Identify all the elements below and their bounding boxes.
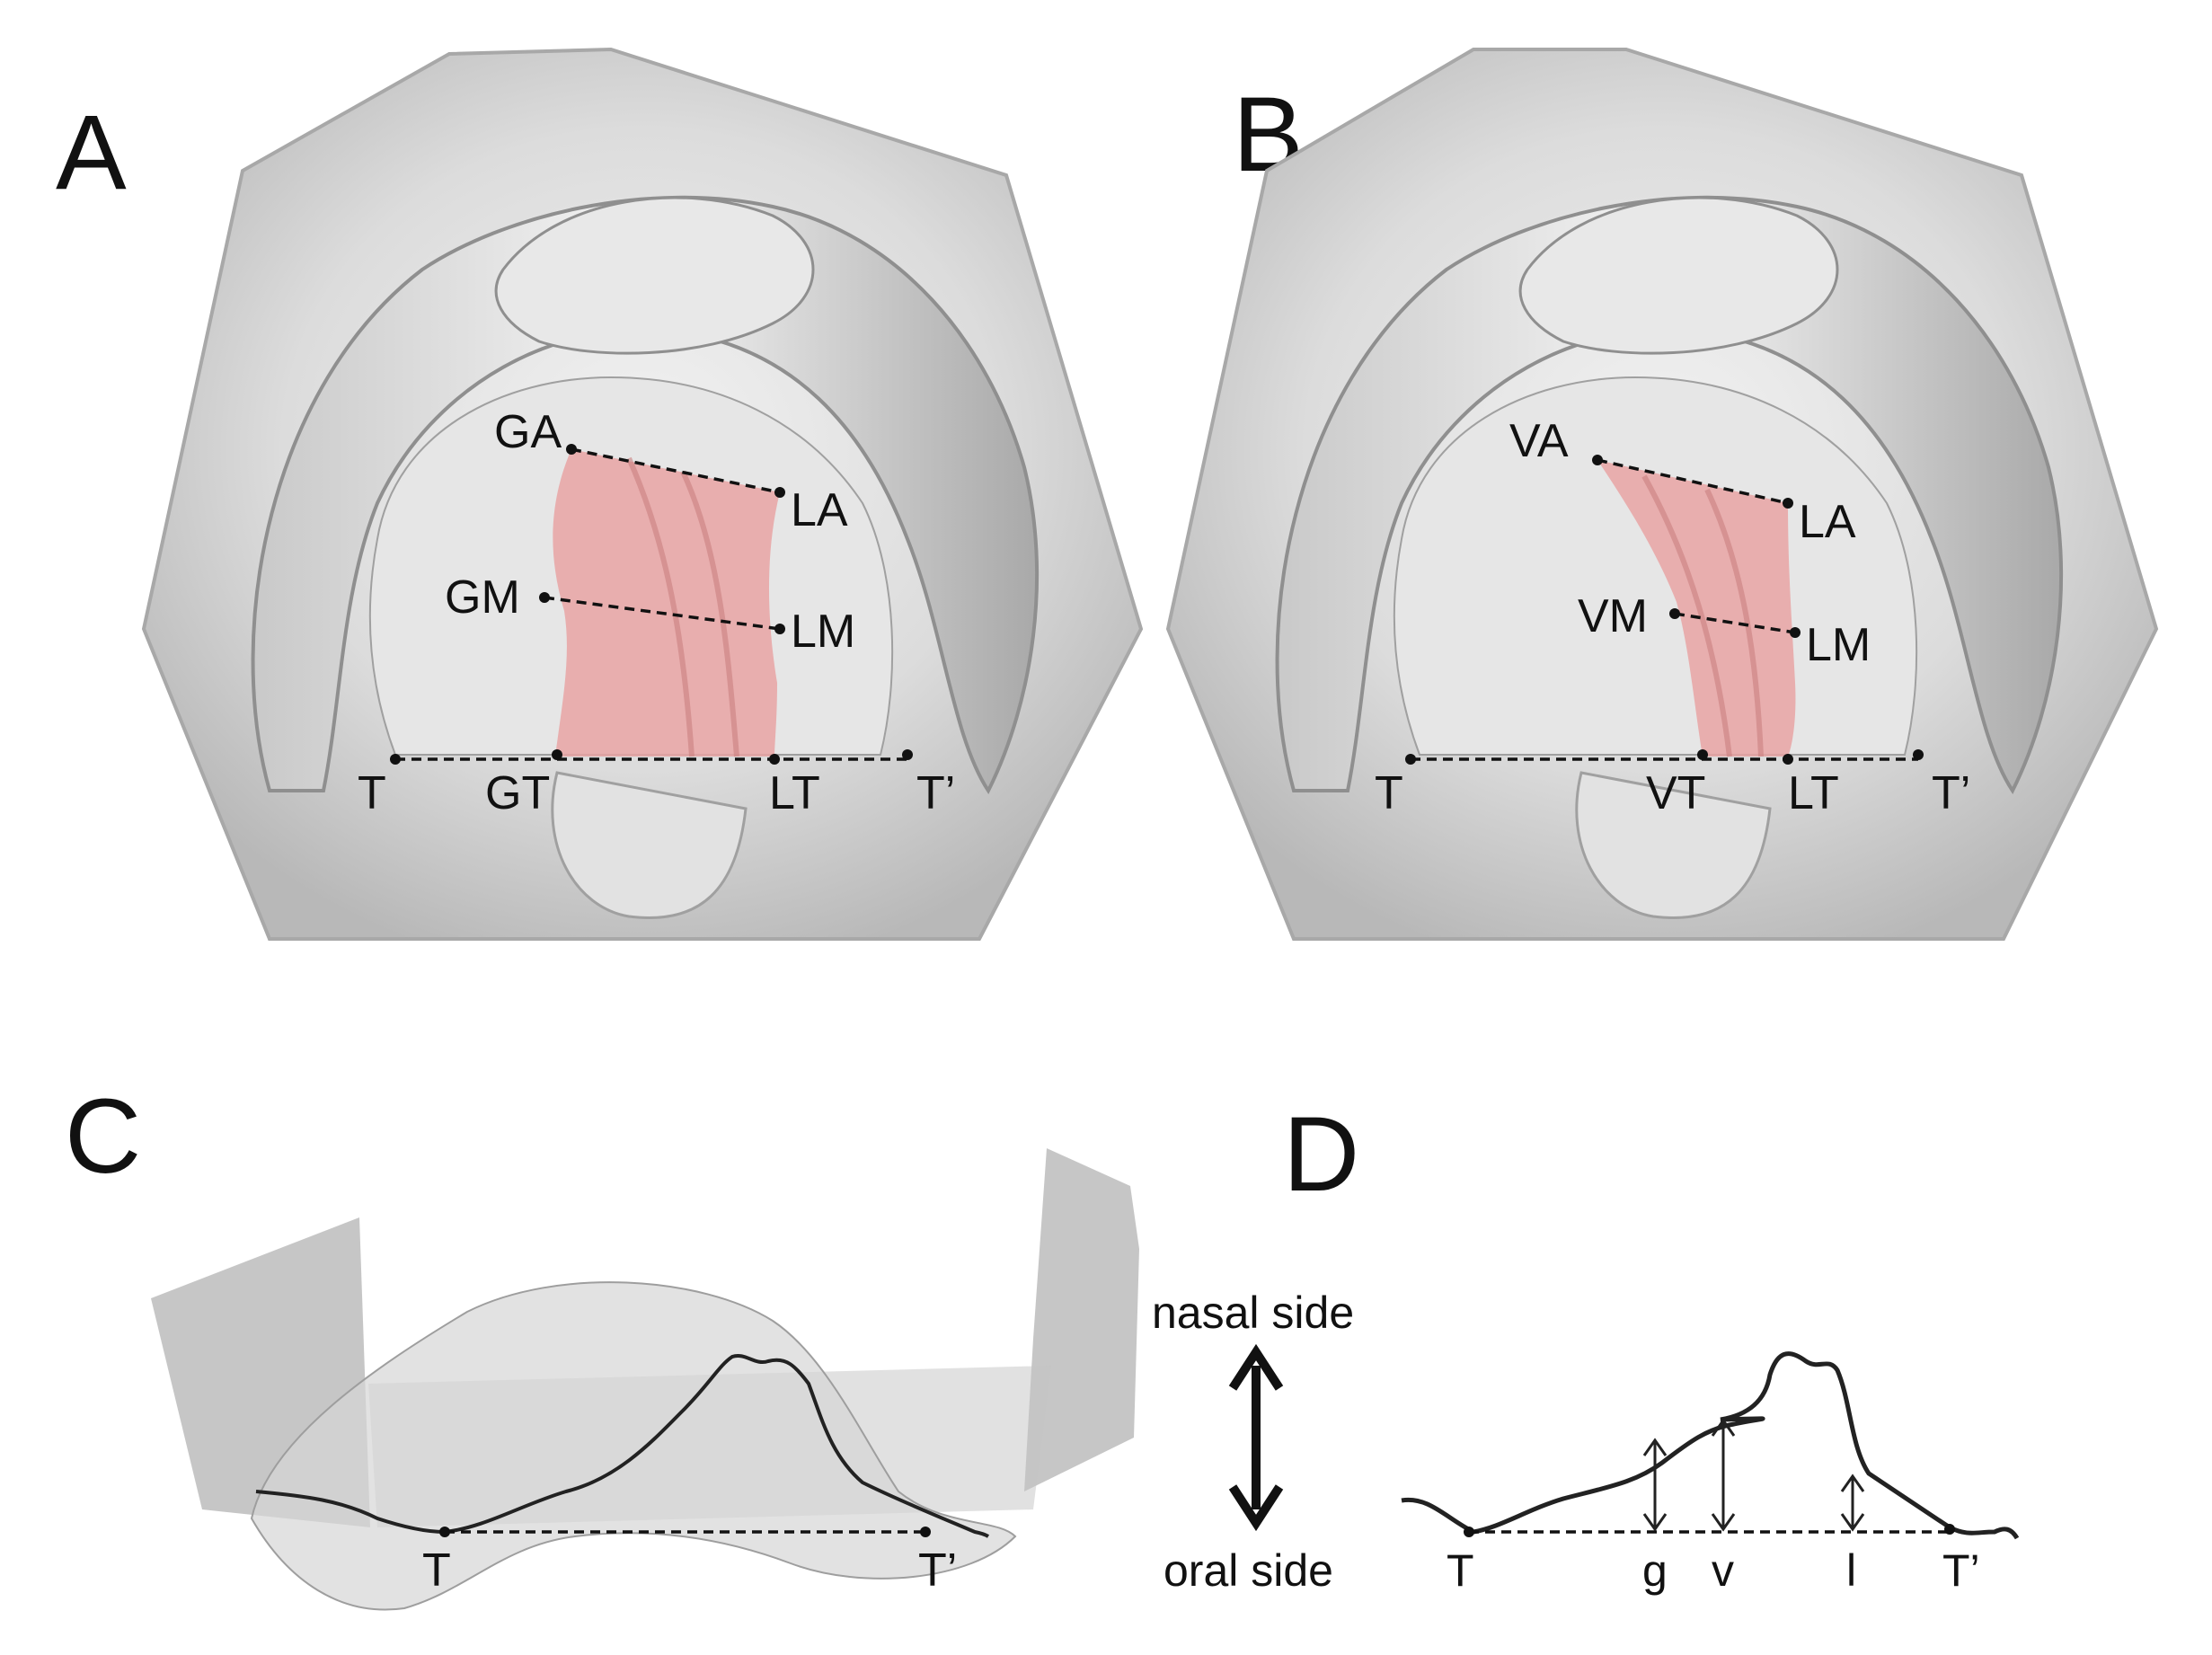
panel-b-dot-t (1405, 754, 1416, 765)
panel-d-label-t-prime: T’ (1942, 1545, 1980, 1596)
panel-d-arrow-l (1840, 1474, 1865, 1532)
panel-a: A GA LA GM LM T GT LT T (56, 47, 1144, 941)
panel-a-label-t-prime: T’ (916, 767, 955, 819)
panel-b-label-va: VA (1509, 415, 1569, 467)
panel-b-label-lm: LM (1806, 619, 1871, 671)
panel-b-dot-lt (1783, 754, 1793, 765)
panel-c-label-t-prime: T’ (918, 1544, 957, 1597)
panel-a-dot-t-prime (902, 749, 913, 760)
oral-side-label: oral side (1164, 1545, 1333, 1596)
panel-b-label-la: LA (1799, 496, 1856, 548)
panel-a-alveolar-arch (251, 195, 1040, 794)
panel-b-label-t: T (1375, 767, 1403, 819)
panel-b-label-t-prime: T’ (1932, 767, 1970, 819)
panel-a-vomer (551, 771, 748, 919)
double-arrow-icon (1228, 1343, 1284, 1532)
panel-b-dot-vm (1669, 608, 1680, 619)
panel-a-cleft-fold-2 (680, 470, 739, 757)
panel-d-label-l: l (1846, 1545, 1856, 1596)
panel-a-label-gt: GT (485, 767, 550, 819)
panel-a-line-gm-lm (544, 596, 781, 631)
panel-a-dot-lt (769, 754, 780, 765)
panel-a-label-t: T (358, 767, 386, 819)
panel-b-dot-lm (1790, 627, 1801, 638)
panel-d: D T g v l T’ (1283, 1095, 2020, 1596)
panel-d-arrow-v (1711, 1418, 1736, 1532)
panel-b-cleft-region (1597, 460, 1796, 757)
panel-a-dot-gm (539, 592, 550, 603)
panel-a-label-ga: GA (494, 406, 562, 458)
panel-b-label-vm: VM (1578, 590, 1648, 642)
panel-c-profile-curve (255, 1353, 990, 1538)
panel-d-label-t: T (1447, 1545, 1474, 1596)
panel-d-dot-t (1464, 1527, 1474, 1537)
panel-c-letter: C (65, 1077, 141, 1196)
panel-a-label-lt: LT (769, 767, 820, 819)
panel-b-dot-va (1592, 455, 1603, 465)
panel-b-premaxilla (1518, 196, 1839, 355)
panel-b: B VA LA VM LM T VT LT T’ (1165, 48, 2159, 941)
panel-a-label-la: LA (791, 484, 848, 536)
panel-c: C T T’ nasal side oral side (65, 1077, 1354, 1611)
panel-a-letter: A (56, 93, 127, 212)
panel-c-dot-t (439, 1527, 450, 1537)
panel-b-dot-la (1783, 498, 1793, 509)
panel-a-dot-gt (552, 749, 562, 760)
panel-a-line-ga-la (571, 447, 781, 494)
panel-b-dot-vt (1697, 749, 1708, 760)
panel-b-vomer (1575, 771, 1772, 919)
panel-a-label-lm: LM (791, 606, 855, 658)
panel-d-letter: D (1283, 1095, 1359, 1214)
panel-b-cleft-fold-1 (1641, 474, 1732, 757)
panel-d-dot-t-prime (1944, 1524, 1955, 1535)
panel-d-profile-curve (1401, 1351, 2020, 1540)
panel-c-label-t: T (422, 1544, 451, 1597)
panel-a-dot-t (390, 754, 401, 765)
nasal-side-label: nasal side (1152, 1288, 1354, 1338)
panel-d-label-g: g (1642, 1545, 1668, 1596)
panel-c-right-plane (1024, 1148, 1139, 1491)
panel-a-cleft-fold-1 (626, 456, 695, 757)
panel-a-dot-ga (566, 444, 577, 455)
panel-b-alveolar-arch (1275, 195, 2064, 794)
panel-a-dot-la (774, 487, 785, 498)
panel-d-label-v: v (1712, 1545, 1734, 1596)
panel-a-cleft-region (553, 449, 780, 757)
panel-a-premaxilla (494, 196, 815, 355)
panel-d-arrow-g (1642, 1438, 1668, 1532)
panel-a-dot-lm (774, 624, 785, 634)
panel-b-cleft-fold-2 (1704, 488, 1764, 757)
panel-a-label-gm: GM (445, 571, 520, 624)
panel-c-dot-t-prime (920, 1527, 931, 1537)
panel-b-line-va-la (1597, 458, 1789, 505)
panel-b-label-lt: LT (1788, 767, 1839, 819)
panel-b-dot-t-prime (1913, 749, 1924, 760)
panel-b-line-vm-lm (1674, 612, 1796, 634)
panel-b-label-vt: VT (1646, 767, 1705, 819)
